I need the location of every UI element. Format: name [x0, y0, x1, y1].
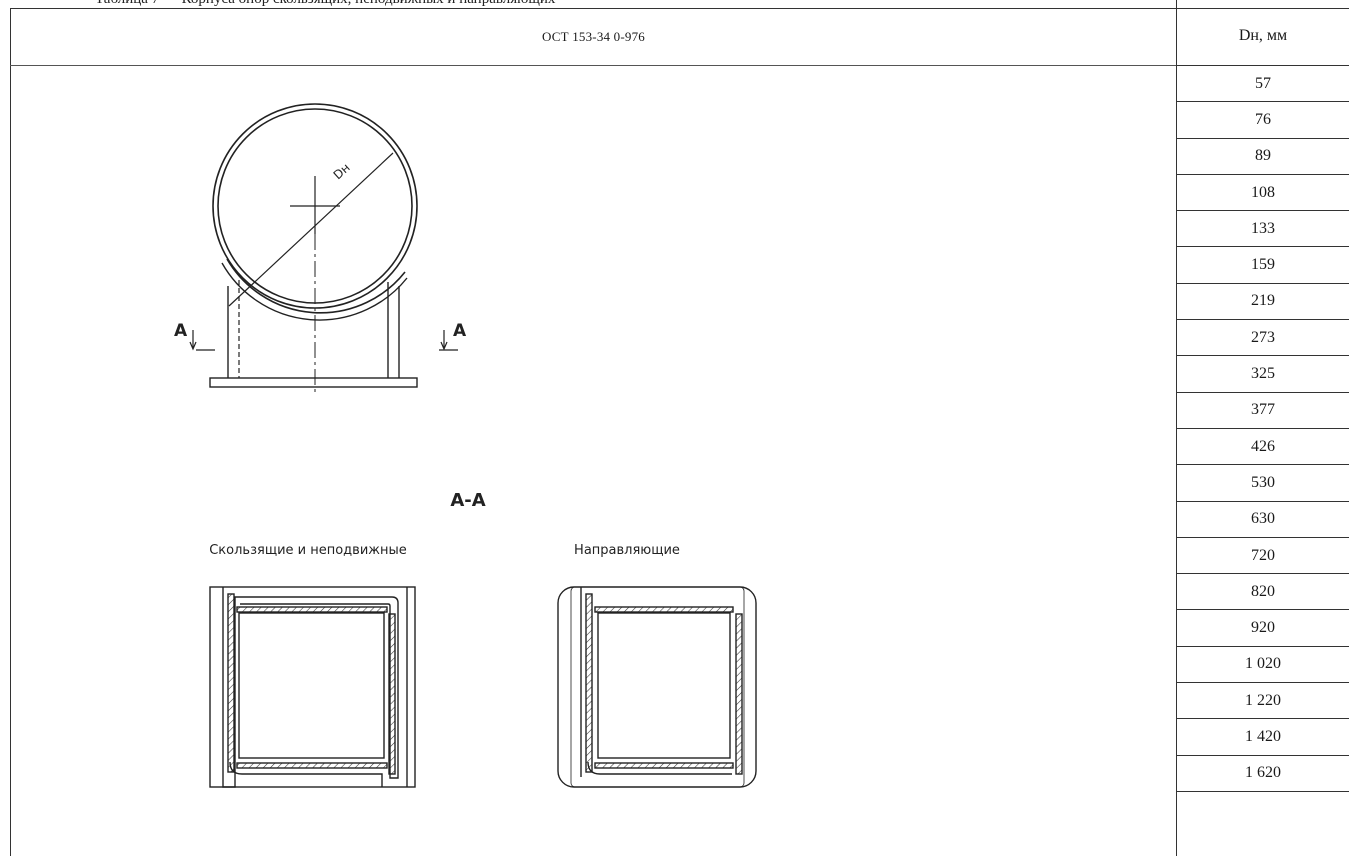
section-title: А-А [450, 490, 485, 511]
diameter-cell: 1 420 [1177, 719, 1349, 756]
diameter-cell: 273 [1177, 320, 1349, 357]
diameter-cell: 76 [1177, 102, 1349, 139]
column-divider [1176, 0, 1177, 856]
section-marker-left: А [174, 321, 188, 341]
diameter-cell: 1 220 [1177, 683, 1349, 720]
pipe-support-elevation [189, 103, 458, 396]
diameter-cell: 630 [1177, 502, 1349, 538]
diameter-cell: 1 620 [1177, 756, 1349, 792]
diameter-cell: 133 [1177, 211, 1349, 248]
diameter-cell: 108 [1177, 175, 1349, 212]
diameter-cell: 377 [1177, 393, 1349, 429]
diameter-cell: 219 [1177, 284, 1349, 321]
section-guiding [557, 586, 757, 788]
diameter-cell: 920 [1177, 610, 1349, 647]
sliding-fixed-label: Скользящие и неподвижные [209, 543, 407, 558]
diameter-cell: 426 [1177, 429, 1349, 466]
table-frame [10, 8, 1349, 856]
diameter-cell: 159 [1177, 247, 1349, 284]
section-marker-right: А [453, 321, 467, 341]
diameter-cell: 57 [1177, 66, 1349, 103]
diameter-cell: 325 [1177, 356, 1349, 393]
header-divider [10, 65, 1177, 66]
diameter-cell: 820 [1177, 574, 1349, 611]
support-drawing: Dн А А А-А Скользящие и неподвижные Напр… [174, 103, 757, 788]
table-caption: Таблица 7 — Корпуса опор скользящих, неп… [95, 0, 555, 8]
diameter-cell: 720 [1177, 538, 1349, 575]
diameter-cell: 530 [1177, 465, 1349, 502]
diameter-label: Dн [331, 160, 353, 182]
diameter-cell: 89 [1177, 139, 1349, 175]
section-sliding-fixed [209, 586, 416, 788]
diameter-column-header: Dн, мм [1177, 0, 1349, 66]
guiding-label: Направляющие [574, 543, 680, 558]
diameter-cell: 1 020 [1177, 647, 1349, 684]
standard-header: ОСТ 153-34 0-976 [541, 29, 646, 44]
